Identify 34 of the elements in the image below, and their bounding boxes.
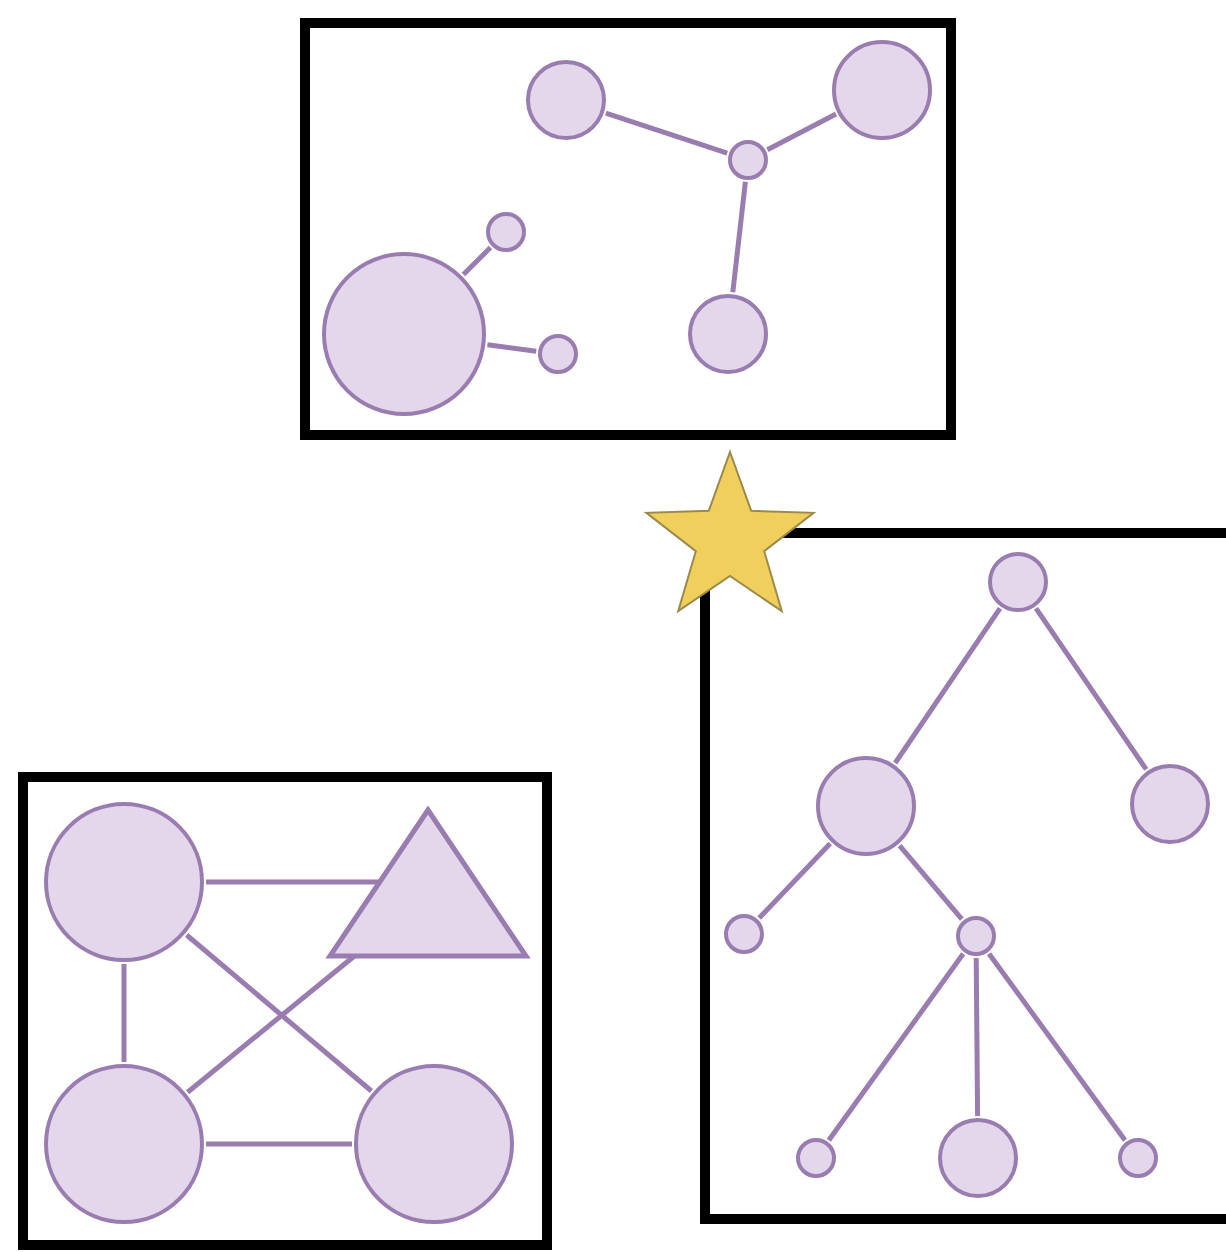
connector-line (206, 879, 380, 885)
circle-node (1118, 1138, 1158, 1178)
panel-frame (300, 18, 956, 440)
circle-node (816, 756, 916, 856)
connector-line (897, 844, 964, 921)
circle-node (724, 914, 764, 954)
connector-line (757, 841, 832, 920)
panel-frame (18, 772, 552, 1250)
connector-line (121, 964, 127, 1062)
connector-line (730, 181, 748, 293)
connector-line (826, 952, 966, 1142)
circle-node (938, 1118, 1018, 1198)
circle-node (688, 294, 768, 374)
circle-node (796, 1138, 836, 1178)
connector-line (185, 933, 373, 1093)
connector-line (461, 245, 493, 277)
circle-node (728, 140, 768, 180)
triangle-node (328, 806, 530, 960)
connector-line (893, 607, 1003, 765)
circle-node (538, 334, 578, 374)
connector-line (973, 957, 981, 1117)
circle-node (988, 552, 1048, 612)
connector-line (766, 111, 838, 152)
circle-node (1130, 764, 1210, 844)
connector-line (186, 954, 356, 1095)
circle-node (526, 60, 606, 140)
connector-line (1033, 607, 1149, 771)
connector-line (987, 952, 1127, 1142)
circle-node (486, 212, 526, 252)
connector-line (487, 342, 537, 354)
circle-node (956, 916, 996, 956)
connector-line (206, 1141, 352, 1147)
connector-line (605, 110, 728, 156)
circle-node (832, 40, 932, 140)
